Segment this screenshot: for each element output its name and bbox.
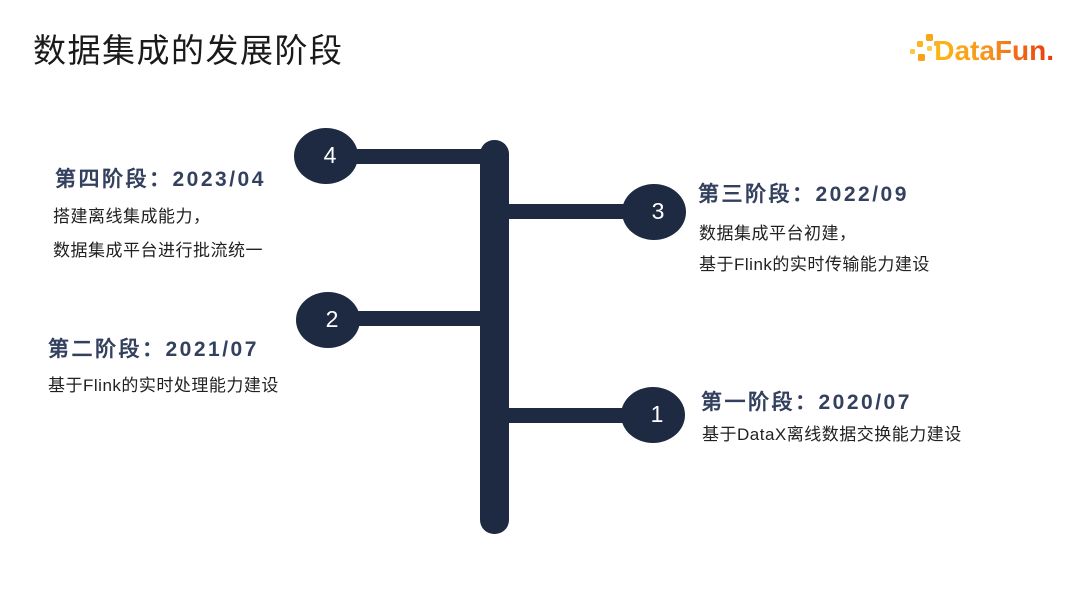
stage2-description: 基于Flink的实时处理能力建设 <box>48 370 279 401</box>
stage1-line1: 基于DataX离线数据交换能力建设 <box>702 425 962 444</box>
timeline-node-stage1: 1 <box>621 387 685 443</box>
timeline-branch-stage1 <box>502 408 640 423</box>
stage1-heading: 第一阶段：2020/07 <box>701 391 912 414</box>
stage4-number: 4 <box>323 141 337 168</box>
stage3-description: 数据集成平台初建， 基于Flink的实时传输能力建设 <box>699 218 930 280</box>
stage4-description: 搭建离线集成能力， 数据集成平台进行批流统一 <box>53 200 263 268</box>
stage1-description: 基于DataX离线数据交换能力建设 <box>702 419 962 450</box>
stage4-line2: 数据集成平台进行批流统一 <box>53 241 263 260</box>
datafun-logo: DataFun. <box>910 30 1054 72</box>
stage3-line2: 基于Flink的实时传输能力建设 <box>699 255 930 274</box>
timeline-branch-stage2 <box>330 311 488 326</box>
stage2-number: 2 <box>325 305 339 332</box>
stage3-number: 3 <box>651 197 665 224</box>
logo-wordmark: DataFun. <box>934 35 1054 66</box>
timeline-branch-stage3 <box>502 204 640 219</box>
stage2-line1: 基于Flink的实时处理能力建设 <box>48 376 279 395</box>
timeline-node-stage2: 2 <box>296 292 360 348</box>
timeline-node-stage3: 3 <box>622 184 686 240</box>
stage2-heading: 第二阶段：2021/07 <box>48 338 259 361</box>
logo-pixels-icon <box>910 33 940 69</box>
page-title: 数据集成的发展阶段 <box>33 32 344 69</box>
stage4-line1: 搭建离线集成能力， <box>53 207 211 226</box>
timeline-branch-stage4 <box>330 149 488 164</box>
timeline-trunk <box>480 140 509 534</box>
timeline-node-stage4: 4 <box>294 128 358 184</box>
stage3-heading: 第三阶段：2022/09 <box>698 183 909 206</box>
stage3-line1: 数据集成平台初建， <box>699 224 857 243</box>
stage1-number: 1 <box>650 400 664 427</box>
stage4-heading: 第四阶段：2023/04 <box>55 168 266 191</box>
